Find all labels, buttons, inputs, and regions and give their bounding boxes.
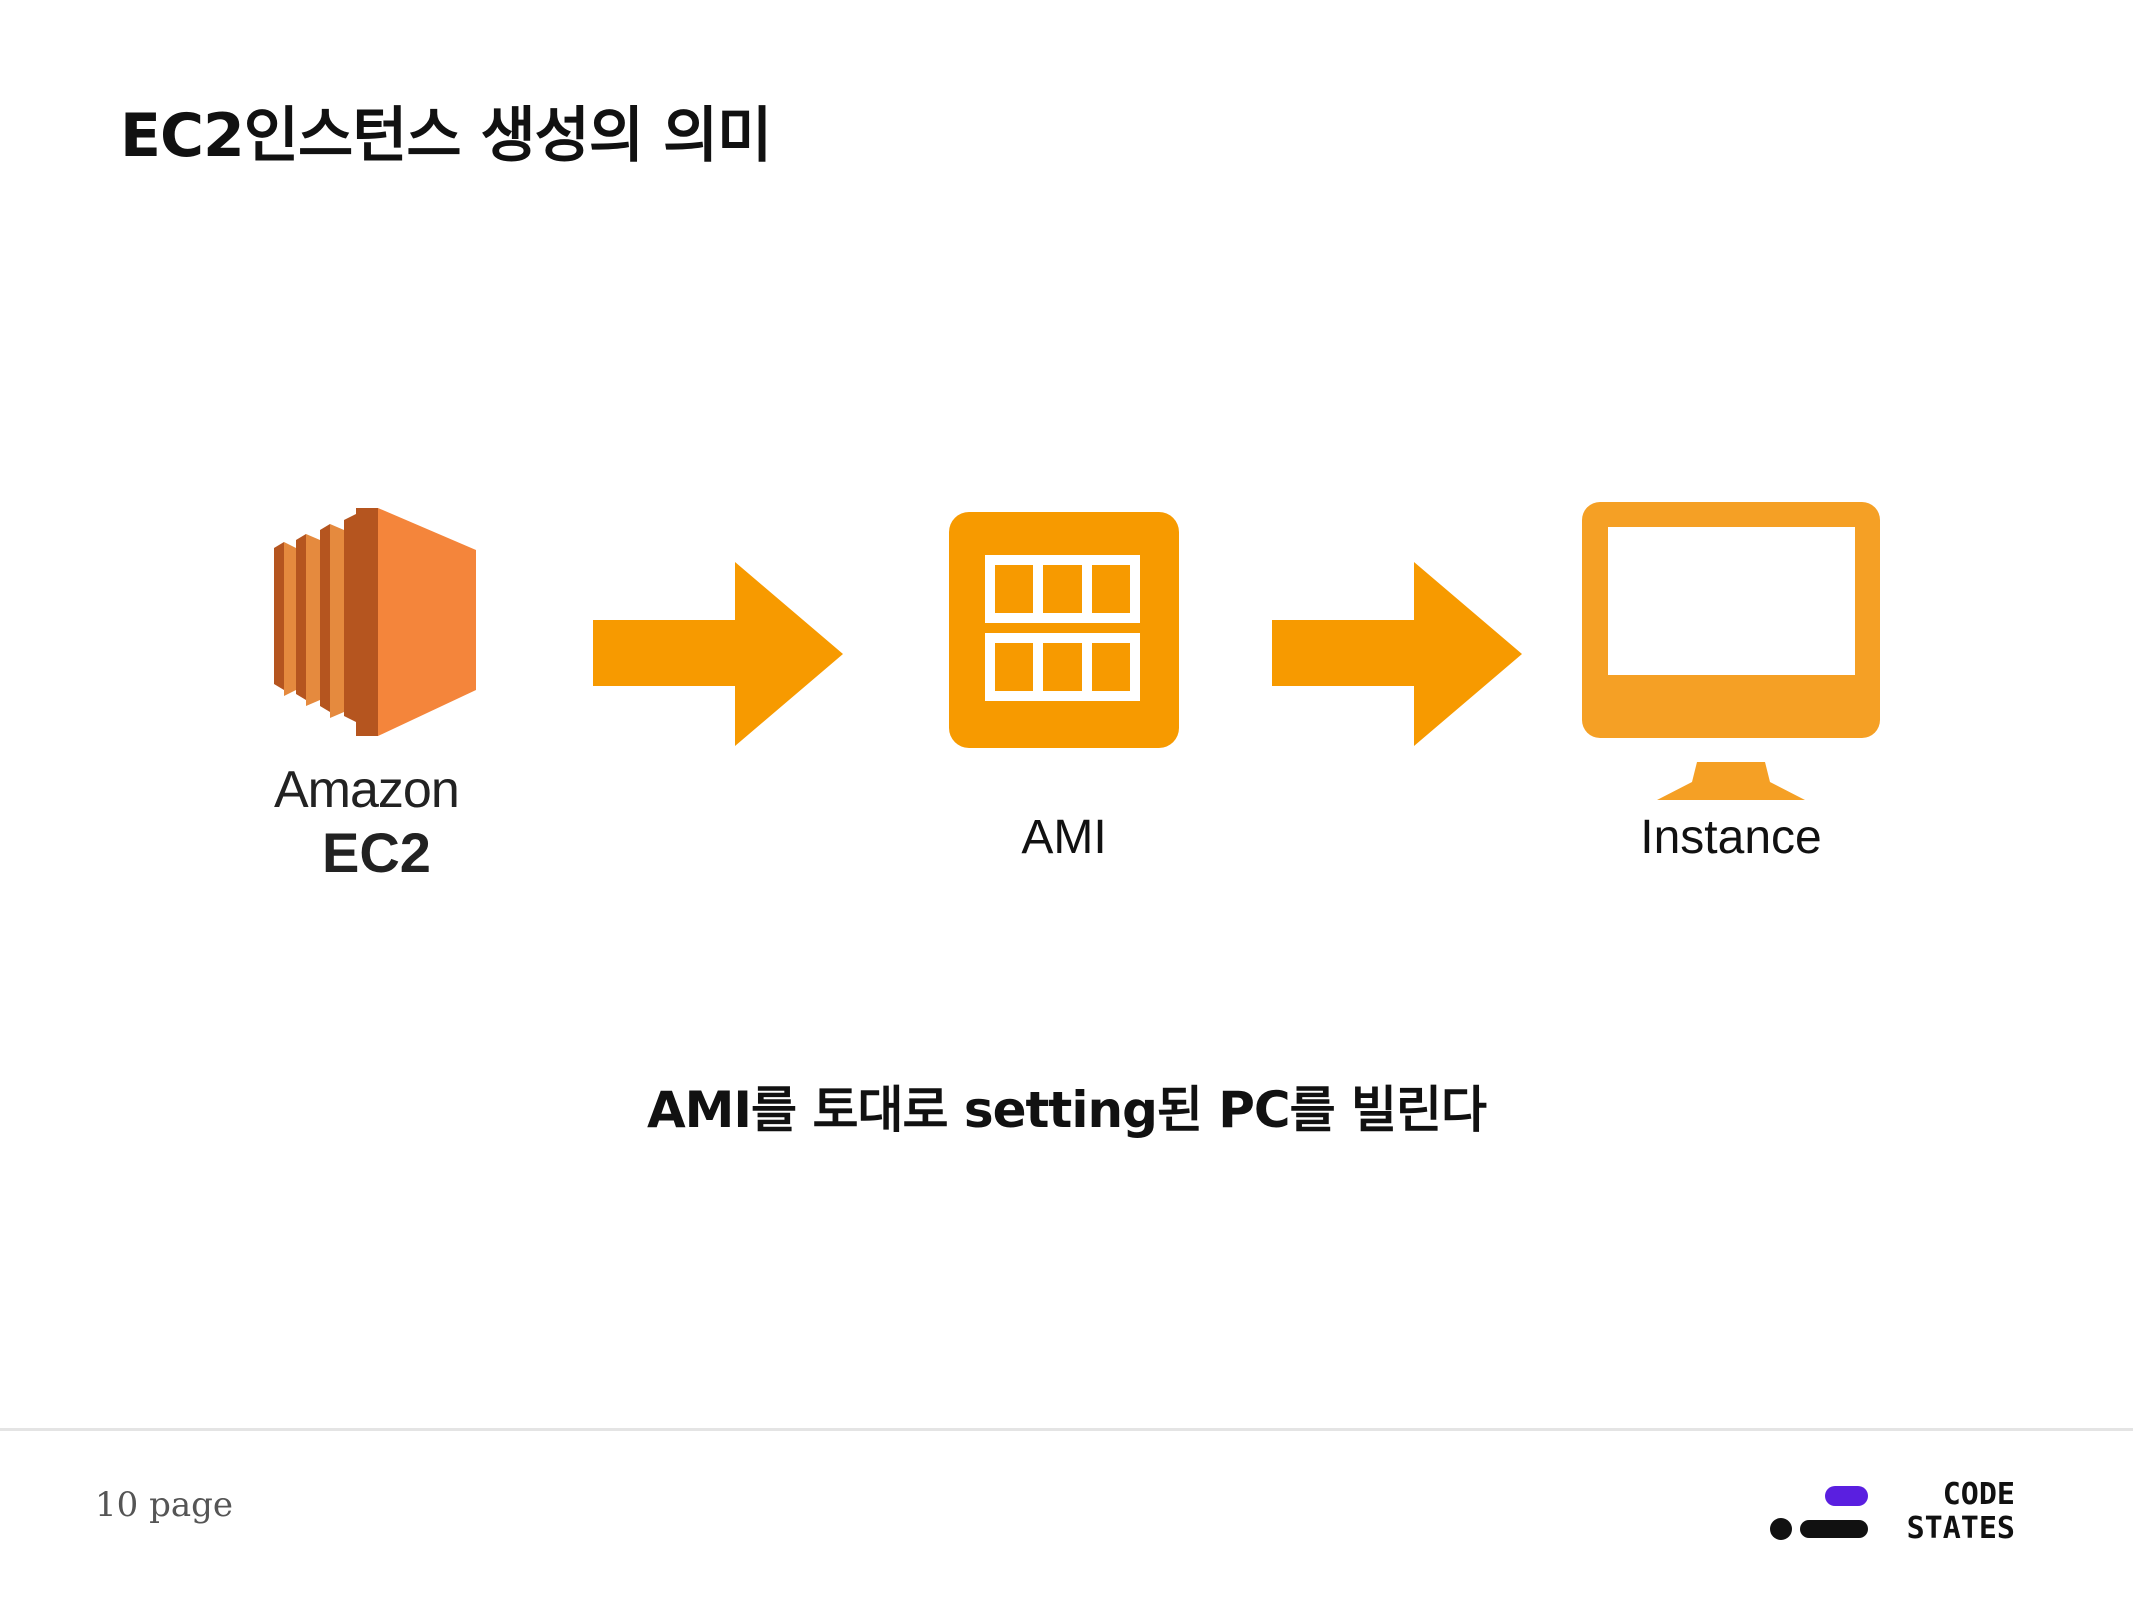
diagram-caption: AMI를 토대로 setting된 PC를 빌린다 bbox=[646, 1081, 1487, 1139]
logo-text: CODE STATES bbox=[1885, 1478, 2015, 1546]
monitor-icon bbox=[1582, 502, 1880, 800]
arrow-right-icon-1 bbox=[593, 562, 843, 746]
logo-text-code: CODE bbox=[1942, 1477, 2015, 1512]
ec2-label-amazon: Amazon bbox=[274, 761, 460, 819]
diagram: Amazon EC2 AMI Instance bbox=[274, 502, 1880, 884]
ec2-label-ec2: EC2 bbox=[322, 821, 431, 884]
instance-label: Instance bbox=[1640, 811, 1822, 864]
logo-dot-icon bbox=[1770, 1518, 1792, 1540]
ami-label: AMI bbox=[1021, 811, 1107, 864]
footer-divider bbox=[0, 1428, 2133, 1431]
logo-text-states: STATES bbox=[1906, 1511, 2015, 1546]
page-number: 10 page bbox=[95, 1485, 233, 1525]
arrow-right-icon-2 bbox=[1272, 562, 1522, 746]
page-title: EC2인스턴스 생성의 의미 bbox=[120, 101, 772, 171]
logo-accent-icon bbox=[1825, 1486, 1868, 1506]
code-states-logo: CODE STATES bbox=[1765, 1478, 2015, 1548]
diagram-svg bbox=[274, 502, 1880, 800]
ec2-icon bbox=[274, 508, 476, 736]
logo-bar-icon bbox=[1800, 1520, 1868, 1538]
ami-icon bbox=[949, 512, 1179, 748]
